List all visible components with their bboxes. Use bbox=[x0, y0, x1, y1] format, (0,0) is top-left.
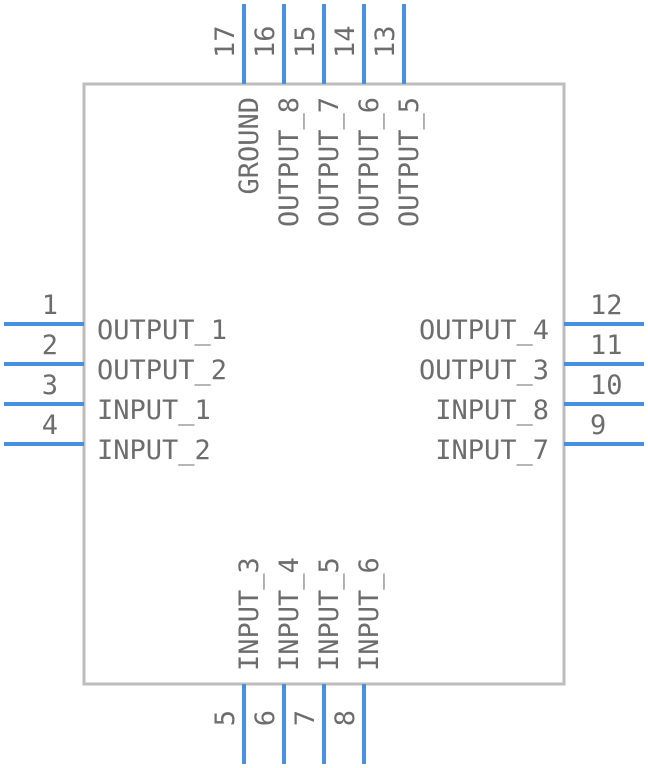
pin-number: 4 bbox=[42, 410, 58, 441]
pin-label: OUTPUT_5 bbox=[394, 97, 425, 227]
bottom-pin-7: 7 INPUT_5 bbox=[290, 557, 345, 764]
left-pin-1: 1 OUTPUT_1 bbox=[4, 290, 227, 346]
top-pin-16: 16 OUTPUT_8 bbox=[250, 4, 305, 227]
right-pin-10: 10 INPUT_8 bbox=[435, 370, 644, 426]
left-pin-2: 2 OUTPUT_2 bbox=[4, 330, 227, 386]
pin-number: 6 bbox=[250, 710, 281, 726]
right-pin-12: 12 OUTPUT_4 bbox=[419, 290, 644, 346]
pin-label: OUTPUT_7 bbox=[314, 97, 345, 227]
pin-number: 15 bbox=[290, 25, 321, 58]
top-pin-13: 13 OUTPUT_5 bbox=[370, 4, 425, 227]
pin-number: 10 bbox=[590, 370, 623, 401]
pin-label: INPUT_2 bbox=[97, 435, 211, 466]
pin-number: 5 bbox=[210, 710, 241, 726]
pin-number: 14 bbox=[330, 25, 361, 58]
pin-number: 3 bbox=[42, 370, 58, 401]
pin-number: 1 bbox=[42, 290, 58, 321]
pin-label: INPUT_3 bbox=[234, 557, 265, 671]
pin-number: 8 bbox=[330, 710, 361, 726]
bottom-pin-5: 5 INPUT_3 bbox=[210, 557, 265, 764]
top-pin-14: 14 OUTPUT_6 bbox=[330, 4, 385, 227]
pin-label: OUTPUT_1 bbox=[97, 315, 227, 346]
pin-label: INPUT_1 bbox=[97, 395, 211, 426]
top-pin-15: 15 OUTPUT_7 bbox=[290, 4, 345, 227]
pin-label: OUTPUT_8 bbox=[274, 97, 305, 227]
left-pin-3: 3 INPUT_1 bbox=[4, 370, 211, 426]
pin-label: INPUT_4 bbox=[274, 557, 305, 671]
pin-number: 2 bbox=[42, 330, 58, 361]
left-pin-4: 4 INPUT_2 bbox=[4, 410, 211, 466]
pin-label: OUTPUT_6 bbox=[354, 97, 385, 227]
pin-number: 12 bbox=[590, 290, 623, 321]
pin-number: 11 bbox=[590, 330, 623, 361]
bottom-pin-8: 8 INPUT_6 bbox=[330, 557, 385, 764]
pin-label: INPUT_6 bbox=[354, 557, 385, 671]
pin-label: OUTPUT_3 bbox=[419, 355, 549, 386]
pin-number: 16 bbox=[250, 25, 281, 58]
pin-label: INPUT_5 bbox=[314, 557, 345, 671]
pin-number: 7 bbox=[290, 710, 321, 726]
pin-number: 13 bbox=[370, 25, 401, 58]
top-pin-17: 17 GROUND bbox=[210, 4, 265, 195]
pin-label: INPUT_8 bbox=[435, 395, 549, 426]
pin-label: OUTPUT_2 bbox=[97, 355, 227, 386]
bottom-pin-6: 6 INPUT_4 bbox=[250, 557, 305, 764]
pin-label: GROUND bbox=[234, 97, 265, 195]
right-pin-11: 11 OUTPUT_3 bbox=[419, 330, 644, 386]
pin-number: 17 bbox=[210, 25, 241, 58]
right-pin-9: 9 INPUT_7 bbox=[435, 410, 644, 466]
pin-number: 9 bbox=[590, 410, 606, 441]
pin-label: OUTPUT_4 bbox=[419, 315, 549, 346]
pin-label: INPUT_7 bbox=[435, 435, 549, 466]
component-body bbox=[82, 82, 566, 686]
